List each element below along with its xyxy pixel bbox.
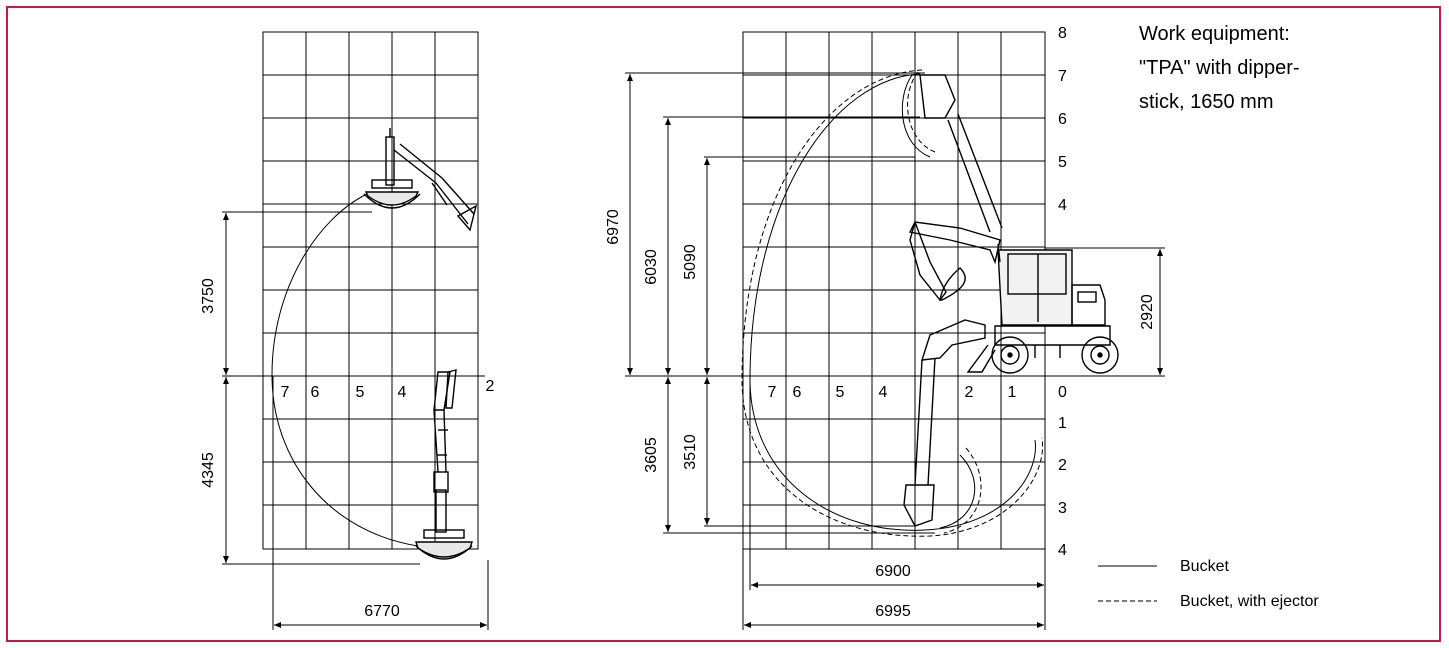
dim-machine-height: 2920 <box>1139 294 1156 330</box>
x-grid-label: 7 <box>768 384 777 401</box>
left-view: 3750 4345 6770 7 6 5 4 2 <box>200 31 495 630</box>
dim-left-width: 6770 <box>364 603 400 620</box>
left-grid-label: 7 <box>281 384 290 401</box>
x-grid-label: 1 <box>1008 384 1017 401</box>
dim-height-6030: 6030 <box>643 249 660 285</box>
left-machine-lower <box>415 369 473 560</box>
y-axis-label: 1 <box>1058 415 1067 432</box>
left-machine-upper <box>363 128 478 232</box>
y-axis-label: 4 <box>1058 197 1067 214</box>
left-grid-label: 6 <box>311 384 320 401</box>
title-line-3: stick, 1650 mm <box>1139 91 1273 113</box>
title-line-1: Work equipment: <box>1139 23 1290 45</box>
left-grid-label: 2 <box>486 378 495 395</box>
dim-height-5090: 5090 <box>682 244 699 280</box>
left-reach-curve <box>271 193 419 547</box>
left-grid-label: 4 <box>398 384 407 401</box>
dim-left-upper: 3750 <box>200 278 217 314</box>
y-axis-label: 8 <box>1058 25 1067 42</box>
dim-reach-6995: 6995 <box>875 603 911 620</box>
left-grid-label: 5 <box>356 384 365 401</box>
y-axis-label: 2 <box>1058 457 1067 474</box>
dim-left-lower: 4345 <box>200 452 217 488</box>
dim-height-6970: 6970 <box>605 209 622 245</box>
excavator-machine <box>903 74 1119 527</box>
legend-dashed-label: Bucket, with ejector <box>1180 593 1319 610</box>
diagram-frame <box>6 6 1441 642</box>
title-block: Work equipment: "TPA" with dipper- stick… <box>1139 23 1300 113</box>
y-axis-label: 7 <box>1058 68 1067 85</box>
reach-curve-bucket <box>749 73 1036 531</box>
x-grid-label: 2 <box>965 384 974 401</box>
x-grid-label: 4 <box>879 384 888 401</box>
y-axis-label: 3 <box>1058 500 1067 517</box>
x-grid-label: 5 <box>836 384 845 401</box>
legend-solid-label: Bucket <box>1180 558 1229 575</box>
reach-curve-ejector <box>741 69 1044 537</box>
y-axis-label: 0 <box>1058 384 1067 401</box>
y-axis-label: 6 <box>1058 111 1067 128</box>
right-view: 6970 6030 5090 3605 3510 2920 6900 6995 … <box>605 25 1165 630</box>
y-axis-label: 4 <box>1058 542 1067 559</box>
title-line-2: "TPA" with dipper- <box>1139 57 1300 79</box>
dim-reach-6900: 6900 <box>875 563 911 580</box>
y-axis-label: 5 <box>1058 154 1067 171</box>
legend: Bucket Bucket, with ejector <box>1098 558 1319 610</box>
dim-depth-3605: 3605 <box>643 437 660 473</box>
dim-depth-3510: 3510 <box>682 434 699 470</box>
x-grid-label: 6 <box>793 384 802 401</box>
